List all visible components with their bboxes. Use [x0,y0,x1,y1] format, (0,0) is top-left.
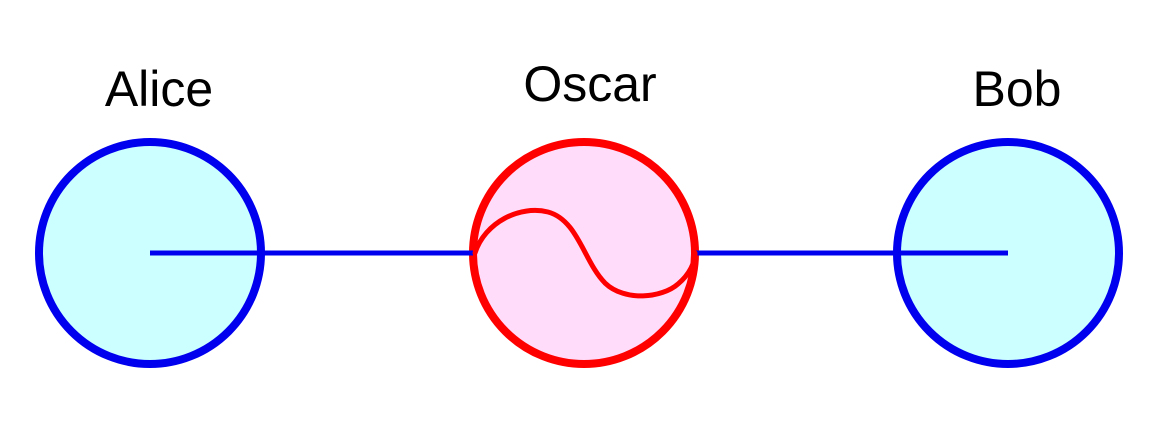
bob-label: Bob [973,61,1062,117]
alice-label: Alice [105,61,213,117]
oscar-wave-path [472,208,698,299]
oscar-label: Oscar [523,56,656,112]
